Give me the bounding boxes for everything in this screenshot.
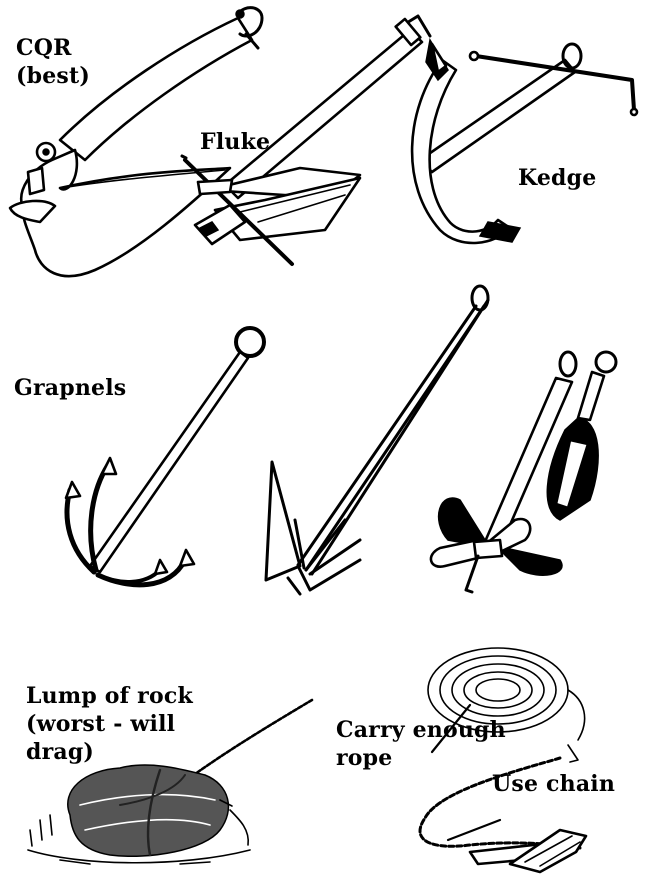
label-carry-rope-line2: rope: [336, 744, 392, 772]
label-grapnels: Grapnels: [14, 374, 126, 402]
rope-chain-anchor-drawing: [420, 648, 586, 872]
label-rock-line1: Lump of rock: [26, 682, 193, 710]
label-fluke: Fluke: [200, 128, 270, 156]
label-rock-line3: drag): [26, 738, 94, 766]
label-kedge: Kedge: [518, 164, 596, 192]
label-carry-rope-line1: Carry enough: [336, 716, 506, 744]
kedge-anchor-drawing: [412, 40, 637, 243]
label-rock-line2: (worst - will: [26, 710, 175, 738]
label-use-chain: Use chain: [492, 770, 615, 798]
label-cqr-best: (best): [16, 62, 90, 90]
label-cqr: CQR: [16, 34, 72, 62]
grapnel-folding-drawing: [431, 352, 616, 592]
grapnel-ring-drawing: [66, 328, 264, 585]
